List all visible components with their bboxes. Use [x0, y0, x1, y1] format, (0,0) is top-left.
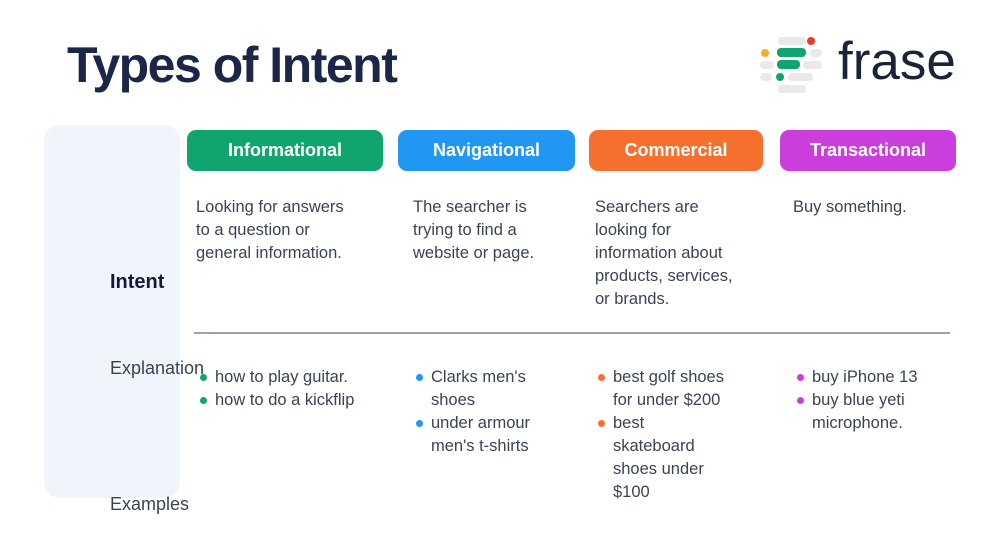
frase-logo-icon [758, 33, 828, 93]
logo-bar [778, 37, 806, 45]
bullet-icon [797, 397, 804, 404]
logo-bar [777, 60, 800, 69]
logo-bar [777, 48, 806, 57]
example-text: buy blue yeti microphone. [812, 391, 905, 432]
example-text: buy iPhone 13 [812, 368, 918, 386]
logo-bar [778, 85, 806, 93]
logo-dot-green [776, 73, 784, 81]
bullet-icon [200, 374, 207, 381]
row-label-examples: Examples [110, 494, 190, 514]
logo-dot-red [807, 37, 815, 45]
column-header-navigational: Navigational [398, 130, 575, 171]
explanation-informational: Looking for answers to a question or gen… [196, 198, 344, 262]
list-item: buy blue yeti microphone. [797, 389, 957, 435]
example-text: best skateboard shoes under $100 [613, 414, 704, 501]
example-text: Clarks men's shoes [431, 368, 526, 409]
bullet-icon [598, 420, 605, 427]
list-item: buy iPhone 13 [797, 366, 957, 389]
list-item: how to play guitar. [200, 366, 385, 389]
examples-divider [194, 332, 950, 334]
column-header-informational: Informational [187, 130, 383, 171]
bullet-icon [416, 374, 423, 381]
logo-bar [760, 61, 774, 69]
list-item: Clarks men's shoes [416, 366, 566, 412]
list-item: under armour men's t-shirts [416, 412, 566, 458]
example-text: how to do a kickflip [215, 391, 355, 409]
bullet-icon [598, 374, 605, 381]
examples-informational: how to play guitar. how to do a kickflip [200, 366, 385, 412]
frase-logo-text: frase [838, 32, 956, 91]
logo-dot-yellow [761, 49, 769, 57]
frase-logo: frase [758, 33, 958, 95]
explanation-navigational: The searcher is trying to find a website… [413, 198, 535, 262]
example-text: best golf shoes for under $200 [613, 368, 724, 409]
examples-commercial: best golf shoes for under $200 best skat… [598, 366, 728, 504]
list-item: best golf shoes for under $200 [598, 366, 728, 412]
row-label-intent: Intent [110, 271, 165, 293]
column-header-commercial: Commercial [589, 130, 763, 171]
logo-bar [810, 49, 822, 57]
examples-navigational: Clarks men's shoes under armour men's t-… [416, 366, 566, 458]
list-item: how to do a kickflip [200, 389, 385, 412]
bullet-icon [416, 420, 423, 427]
explanation-transactional: Buy something. [793, 198, 907, 216]
explanation-commercial: Searchers are looking for information ab… [595, 198, 733, 308]
logo-bar [760, 73, 772, 81]
bullet-icon [200, 397, 207, 404]
page-title: Types of Intent [67, 37, 398, 93]
example-text: under armour men's t-shirts [431, 414, 531, 455]
row-labels-panel: Intent Explanation Examples [44, 125, 204, 514]
bullet-icon [797, 374, 804, 381]
example-text: how to play guitar. [215, 368, 348, 386]
logo-bar [803, 61, 822, 69]
logo-bar [788, 73, 813, 81]
column-header-transactional: Transactional [780, 130, 956, 171]
row-label-explanation: Explanation [110, 358, 205, 378]
examples-transactional: buy iPhone 13 buy blue yeti microphone. [797, 366, 957, 435]
list-item: best skateboard shoes under $100 [598, 412, 728, 504]
